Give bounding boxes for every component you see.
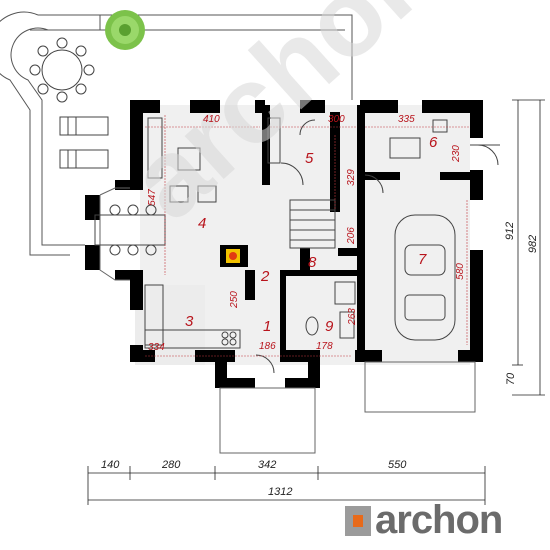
dim-329: 329 (345, 169, 357, 186)
bathroom-fixtures (305, 281, 356, 339)
dim-1312: 1312 (268, 486, 293, 498)
dim-982: 982 (527, 234, 540, 254)
dim-178: 178 (316, 341, 333, 352)
kitchen-units (144, 284, 241, 349)
room-number-3: 3 (185, 313, 194, 330)
room-number-2: 2 (261, 268, 270, 285)
car-symbol (394, 214, 456, 341)
dim-547: 547 (146, 189, 158, 206)
dim-250: 250 (228, 291, 240, 308)
room-number-9: 9 (325, 318, 334, 335)
dim-580: 580 (454, 263, 466, 280)
dim-335: 335 (398, 114, 415, 125)
entrance-steps (219, 361, 476, 454)
room-number-1: 1 (263, 318, 272, 335)
dim-280: 280 (162, 459, 181, 471)
dim-342: 342 (258, 459, 277, 471)
room-number-8: 8 (308, 254, 317, 271)
logo-mark (345, 506, 371, 536)
interior-dimension-lines (145, 115, 470, 357)
dim-912: 912 (504, 221, 517, 241)
dim-410: 410 (203, 114, 220, 125)
room-number-4: 4 (198, 215, 207, 232)
dim-263: 263 (346, 308, 358, 325)
dim-300: 300 (328, 114, 345, 125)
flame-icon (229, 252, 237, 260)
dim-140: 140 (101, 459, 120, 471)
sun-loungers (59, 116, 109, 169)
walls (85, 100, 483, 388)
dim-206: 206 (345, 227, 357, 244)
logo-wordmark: archon (375, 498, 503, 542)
dim-70: 70 (505, 372, 518, 386)
utility-fixtures (389, 119, 500, 166)
bay-window (99, 187, 130, 281)
room-number-6: 6 (429, 134, 438, 151)
dim-186: 186 (259, 341, 276, 352)
door-swings (255, 162, 384, 374)
tree-symbol (105, 10, 145, 50)
living-furniture (147, 117, 217, 203)
dimension-lines (87, 99, 545, 505)
dim-230: 230 (450, 145, 462, 162)
archon-logo: archon (345, 498, 535, 542)
dim-334: 334 (148, 342, 165, 353)
study-furniture (267, 117, 316, 164)
terrace (0, 11, 353, 256)
room-number-7: 7 (418, 251, 427, 268)
dim-550: 550 (388, 459, 407, 471)
round-table (29, 37, 95, 103)
stairs (289, 199, 336, 249)
room-number-5: 5 (305, 150, 314, 167)
